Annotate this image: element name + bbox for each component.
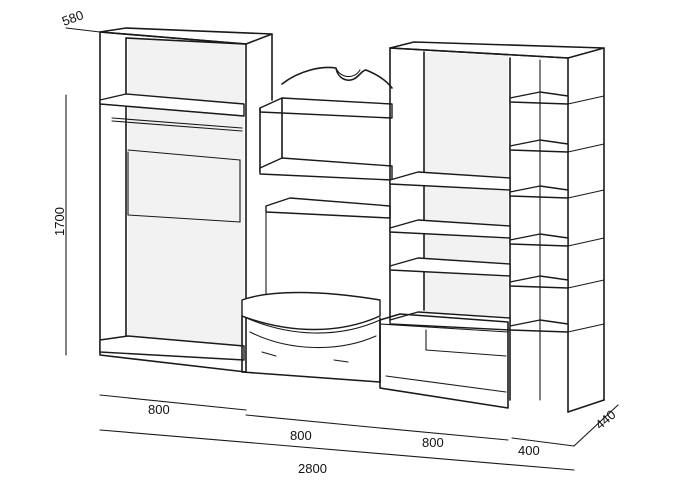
center-tv-section bbox=[241, 66, 393, 383]
bottom-cabinet bbox=[379, 313, 509, 409]
dim-width-section-1: 800 bbox=[148, 402, 170, 417]
dim-width-section-3: 800 bbox=[422, 435, 444, 450]
dim-depth-right: 440 bbox=[592, 407, 618, 432]
dim-width-section-4: 400 bbox=[518, 443, 540, 458]
dim-height: 1700 bbox=[52, 207, 67, 236]
right-cabinet bbox=[389, 41, 605, 413]
dimension-lines bbox=[65, 27, 619, 471]
dim-depth-left: 580 bbox=[60, 7, 86, 29]
left-wardrobe bbox=[99, 27, 273, 373]
dimension-labels: 580 1700 800 800 800 400 440 2800 bbox=[52, 7, 619, 476]
dim-total-width: 2800 bbox=[298, 461, 327, 476]
dim-width-section-2: 800 bbox=[290, 428, 312, 443]
